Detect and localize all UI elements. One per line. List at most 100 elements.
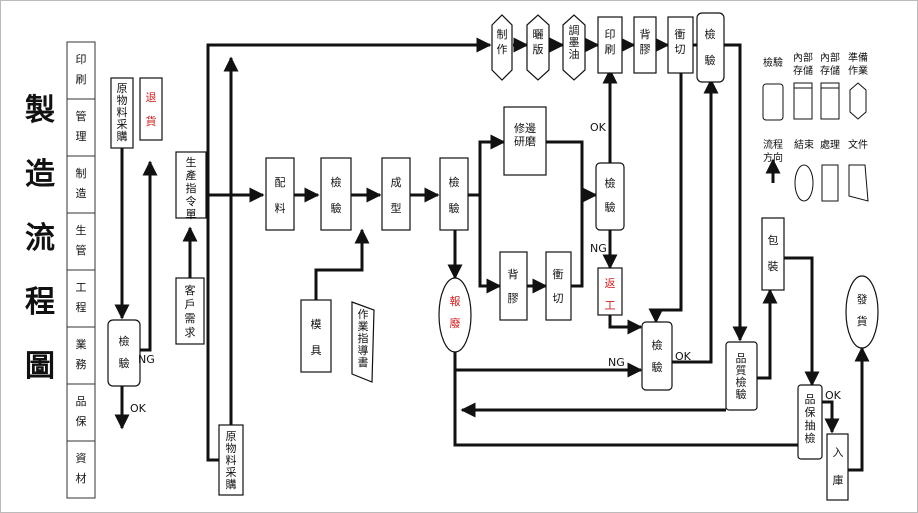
inspect-1-label: 檢驗 (331, 175, 342, 215)
label-glyph: 資 (76, 452, 87, 465)
label-glyph: 裝 (768, 260, 779, 273)
inspect-3-label: 檢驗 (605, 176, 616, 214)
dept-label: 生管 (76, 223, 87, 257)
label-glyph: 檢 (119, 334, 130, 348)
label-glyph: 退 (146, 91, 157, 104)
purchase-top-box (110, 77, 134, 149)
mold-box (300, 299, 332, 373)
arrow-line (314, 228, 370, 300)
label-line: 存儲 (820, 64, 840, 77)
label-glyph: 驗 (705, 53, 716, 67)
label-glyph: 模 (311, 318, 322, 331)
node-labels: 原物料采購 退貨 檢驗 生產指令單 客戶需求 原物料采購 配料 檢驗 成型 檢驗… (117, 23, 868, 491)
label-glyph: 質 (736, 363, 747, 377)
label-glyph: 程 (76, 301, 87, 314)
dept-cell (66, 326, 96, 385)
label-glyph: 工 (605, 299, 616, 312)
label-glyph: 產 (186, 168, 197, 182)
arrow-line (724, 43, 748, 342)
label-glyph: 抽 (805, 418, 816, 432)
flow-nodes (107, 12, 879, 501)
label-glyph: 生 (186, 155, 197, 169)
print-label: 印刷 (605, 28, 616, 56)
legend-flow-label: 流程方向 (763, 138, 783, 164)
label-glyph: 驗 (605, 200, 616, 214)
inspect-2-label: 檢驗 (449, 175, 460, 215)
label-glyph: 品 (76, 395, 87, 408)
glue-back-mid-box (499, 251, 528, 321)
label-glyph: 報 (450, 295, 461, 308)
molding-label: 成型 (391, 176, 402, 215)
label-glyph: 版 (533, 42, 544, 56)
arrow-line (206, 37, 492, 462)
label-glyph: 檢 (331, 175, 342, 189)
label-glyph: 管 (76, 243, 87, 257)
legend-document-label: 文件 (848, 138, 868, 151)
label-glyph: 廢 (450, 316, 461, 330)
warehouse-box (826, 433, 849, 501)
label-glyph: 制 (497, 28, 508, 41)
label-glyph: 指 (186, 181, 197, 195)
dept-label: 品保 (76, 395, 87, 428)
department-column (66, 41, 96, 499)
mold-label: 模具 (311, 318, 322, 357)
label-line: 內部 (820, 51, 840, 64)
ok-inspect3-label: OK (590, 121, 607, 134)
label-glyph: 刷 (76, 73, 87, 86)
title-char: 造 (25, 157, 55, 192)
purchase-top-label: 原物料采購 (117, 82, 128, 143)
label-glyph: 理 (76, 130, 87, 143)
glue-back-top-label: 背膠 (640, 27, 651, 56)
qc-inspect-box (725, 341, 758, 411)
label-glyph: 單 (186, 208, 197, 221)
label-glyph: 具 (311, 344, 322, 357)
label-glyph: 檢 (652, 338, 663, 352)
arrow-line (478, 195, 502, 294)
inspect-left-label: 檢驗 (119, 334, 130, 370)
label-line: 作業 (848, 64, 868, 77)
label-glyph: 令 (186, 194, 197, 208)
arrow-line (672, 78, 719, 364)
make-plate-label: 制作 (497, 28, 508, 56)
edge-labels: NG OK OK NG NG OK OK (130, 121, 842, 415)
dept-label: 管理 (76, 109, 87, 143)
production-order-label: 生產指令單 (186, 155, 197, 221)
label-glyph: 指 (358, 331, 369, 345)
arrow-line (468, 134, 506, 197)
label-glyph: 油 (569, 47, 580, 61)
label-glyph: 管 (76, 109, 87, 123)
ship-box (845, 275, 879, 349)
label-line: 檢驗 (763, 56, 783, 69)
label-glyph: 背 (640, 27, 651, 41)
inspect-top-label: 檢驗 (705, 27, 716, 67)
work-instruction-label: 作業指導書 (358, 308, 369, 369)
label-glyph: 制 (76, 167, 87, 180)
label-line: 修邊 (514, 121, 536, 135)
print-box (597, 16, 623, 74)
inspect-4-box (641, 321, 673, 391)
label-glyph: 品 (736, 352, 747, 365)
label-glyph: 檢 (805, 431, 816, 445)
qa-sampling-box (797, 384, 823, 460)
dept-cell (66, 440, 96, 499)
arrow-line (784, 256, 820, 387)
punch-mid-box (545, 251, 572, 321)
legend-inspect-shape (762, 83, 784, 121)
ok-inspect4-label: OK (675, 350, 692, 363)
label-glyph: 造 (76, 186, 87, 200)
title-char: 程 (25, 285, 55, 320)
make-plate-box (491, 14, 513, 81)
label-line: 存儲 (793, 64, 813, 77)
dept-label: 工程 (76, 281, 87, 314)
title-char: 製 (25, 93, 55, 128)
label-glyph: 驗 (736, 387, 747, 401)
legend-storage-2-shape (820, 82, 840, 120)
legend-process-label: 處理 (820, 138, 840, 151)
label-line: 研磨 (514, 135, 536, 148)
legend-shapes (762, 82, 869, 202)
label-glyph: 驗 (331, 201, 342, 215)
label-glyph: 驗 (449, 201, 460, 215)
inspect-left-box (107, 319, 141, 387)
return-goods-label: 退貨 (146, 91, 157, 128)
